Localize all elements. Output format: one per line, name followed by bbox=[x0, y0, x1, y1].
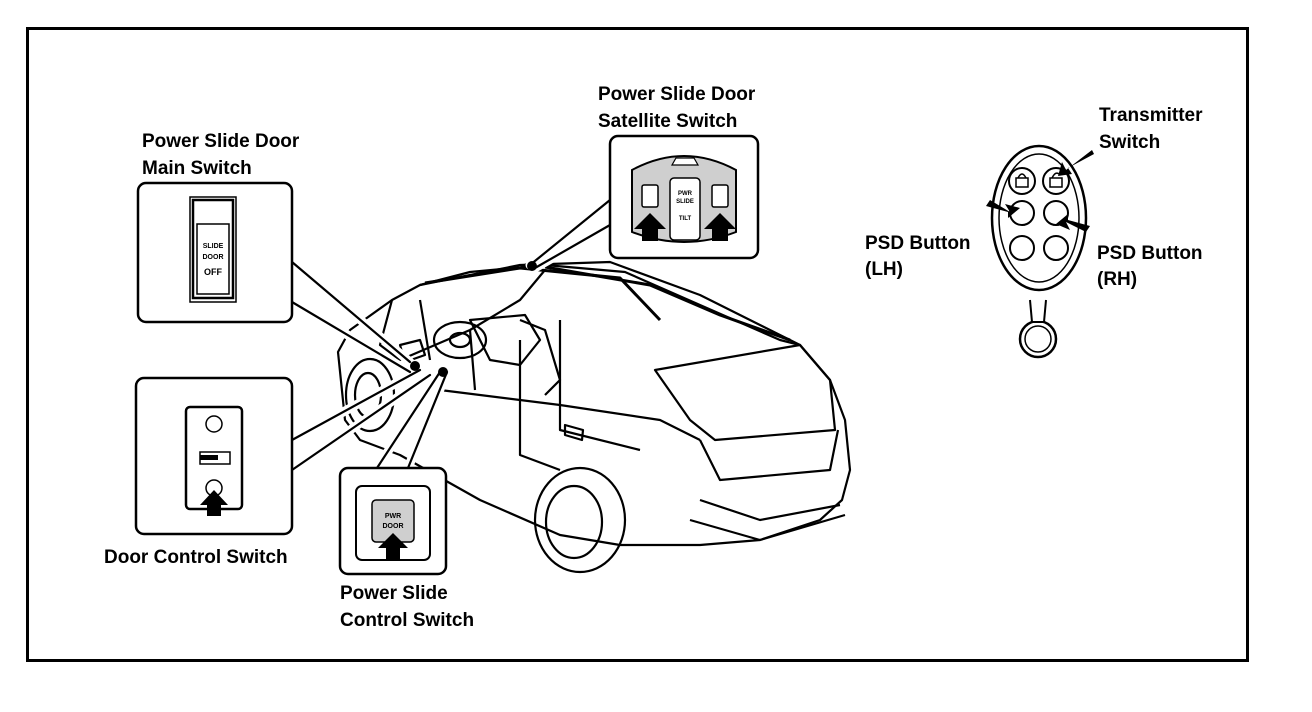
satellite-text-3: TILT bbox=[679, 216, 692, 222]
psd-rh-label-line2: (RH) bbox=[1097, 269, 1138, 290]
satellite-text-2: SLIDE bbox=[676, 199, 694, 205]
transmitter-fob bbox=[990, 144, 1088, 359]
fob-arrows bbox=[986, 150, 1094, 232]
main-switch-text-3: OFF bbox=[204, 267, 222, 277]
door-control-switch-label: Door Control Switch bbox=[104, 547, 288, 568]
transmitter-label-line1: Transmitter bbox=[1099, 105, 1203, 126]
control-button-text-1: PWR bbox=[385, 513, 401, 520]
psd-lh-label-line2: (LH) bbox=[865, 259, 903, 280]
main-switch-text-1: SLIDE bbox=[203, 243, 224, 250]
control-button-text-2: DOOR bbox=[383, 523, 404, 530]
back-door-icon bbox=[670, 157, 700, 166]
main-switch-panel: SLIDE DOOR OFF bbox=[136, 181, 294, 324]
control-switch-panel: PWR DOOR bbox=[338, 466, 448, 576]
hatch-button bbox=[1009, 235, 1035, 261]
diagram-frame bbox=[26, 27, 1249, 662]
press-arrow-icon bbox=[378, 533, 408, 560]
control-switch-label-line2: Control Switch bbox=[340, 610, 475, 631]
satellite-switch-label-line2: Satellite Switch bbox=[598, 111, 738, 132]
main-switch-text-2: DOOR bbox=[203, 254, 224, 261]
press-arrow-icon bbox=[200, 490, 228, 516]
leader-lines bbox=[287, 195, 615, 475]
door-rh-icon bbox=[711, 184, 729, 208]
door-lh-icon bbox=[641, 184, 659, 208]
main-switch-label-line2: Main Switch bbox=[142, 158, 252, 179]
press-arrow-icon bbox=[704, 213, 736, 241]
transmitter-label-line2: Switch bbox=[1099, 132, 1161, 153]
lock-icon bbox=[1015, 177, 1029, 188]
control-switch-label-line1: Power Slide bbox=[340, 583, 448, 604]
press-arrow-icon bbox=[634, 213, 666, 241]
satellite-text-1: PWR bbox=[678, 191, 693, 197]
satellite-switch-label-line1: Power Slide Door bbox=[598, 84, 756, 105]
door-control-switch-panel bbox=[134, 376, 294, 536]
satellite-switch-panel: PWR SLIDE TILT bbox=[608, 134, 760, 260]
panic-button bbox=[1043, 235, 1069, 261]
psd-lh-label-line1: PSD Button bbox=[865, 233, 971, 254]
unlock-icon bbox=[1049, 177, 1063, 188]
main-switch-label-line1: Power Slide Door bbox=[142, 131, 300, 152]
psd-rh-label-line1: PSD Button bbox=[1097, 243, 1203, 264]
